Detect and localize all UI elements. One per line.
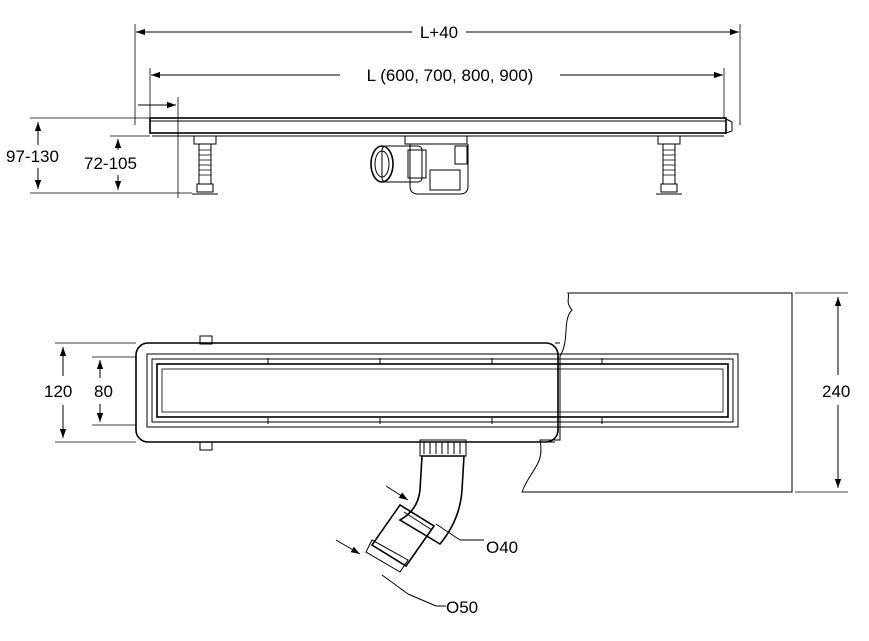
side-outlet-siphon (370, 135, 469, 195)
wall-section (521, 292, 793, 493)
dim-wall-depth: 240 (822, 297, 850, 488)
dim-channel-length: L (600, 700, 800, 900) (151, 66, 723, 85)
dim-outlet-outer: O50 (335, 539, 478, 617)
outlet-elbow (365, 439, 467, 573)
channel-frame (135, 342, 559, 443)
dim-wall-depth-label: 240 (822, 382, 850, 401)
dim-height-total: 97-130 (6, 122, 59, 189)
dim-outlet-inner-label: O40 (486, 538, 518, 557)
dim-width-inner-label: 80 (94, 382, 113, 401)
channel-top-plate (149, 117, 727, 134)
dim-outlet-outer-label: O50 (446, 598, 478, 617)
left-adjustable-foot (192, 135, 218, 195)
dim-height-total-label: 97-130 (6, 147, 59, 166)
dim-height-adjust: 72-105 (84, 139, 137, 190)
dim-overall-length-label: L+40 (420, 23, 458, 42)
dim-height-adjust-label: 72-105 (84, 154, 137, 173)
grate-insert (156, 363, 729, 418)
top-view: 120 80 240 O40 O50 (44, 292, 850, 617)
dim-width-inner: 80 (94, 360, 113, 422)
side-view: L+40 L (600, 700, 800, 900) (6, 23, 741, 198)
dim-channel-length-label: L (600, 700, 800, 900) (367, 66, 534, 85)
dim-width-outer-label: 120 (44, 382, 72, 401)
dim-outlet-inner: O40 (385, 485, 518, 557)
dim-overall-length: L+40 (136, 23, 739, 42)
right-adjustable-foot (656, 135, 682, 195)
dim-width-outer: 120 (44, 347, 72, 438)
